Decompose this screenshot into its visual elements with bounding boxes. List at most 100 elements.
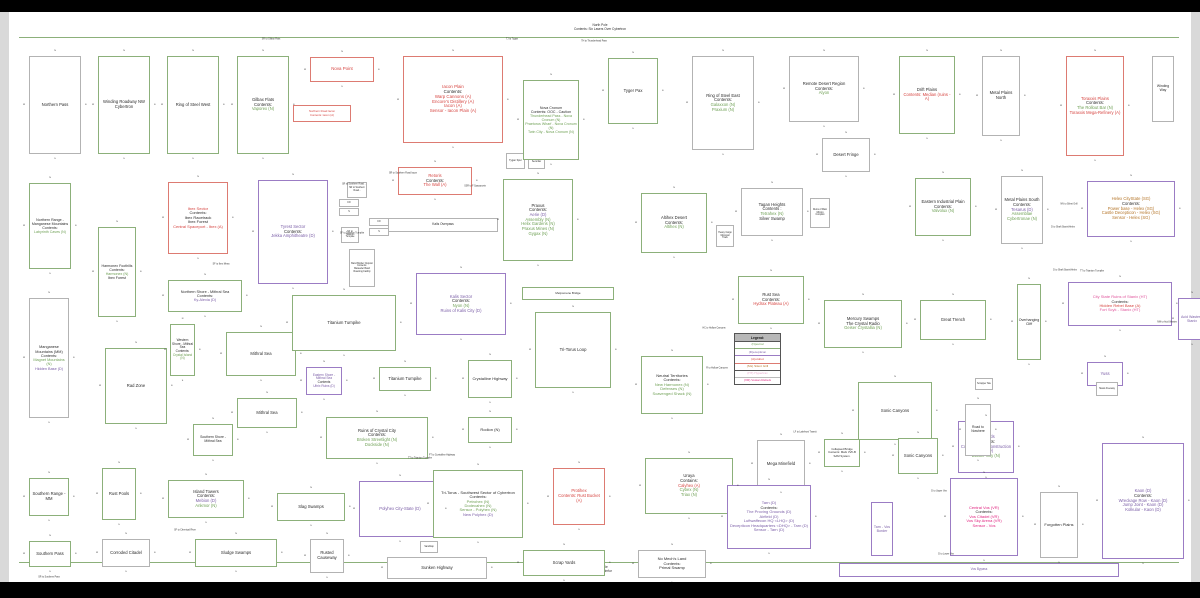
room-tri-torus-loop[interactable]: Tri-Torus Loop [535,312,611,388]
room-forgotten-plains[interactable]: Forgotten Plains [1040,492,1078,558]
room-central-vos[interactable]: Central Vos (VR)Contents:Vos Citadel (VR… [950,478,1018,556]
room-polyhex-city-state[interactable]: Polyhex City-State (D) [359,481,441,537]
room-rodion[interactable]: Rodion (N) [468,417,512,443]
room-helex-citystate[interactable]: Helex CityState (SG)Contents:Power base … [1087,181,1175,237]
room-southern-pass[interactable]: Southern Pass [29,541,71,567]
annotation-box-stasis-freeway[interactable]: Stasis Freeway [1096,382,1118,396]
room-mega-minefield[interactable]: Mega Minefield [757,440,805,488]
room-acid-wastes-stanix[interactable]: Acid Wastes - Stanix [1178,298,1200,340]
room-crystalline-highway[interactable]: Crystalline Highway [468,360,512,398]
room-titanium-turnpike-1[interactable]: Titanium Turnpike [292,295,396,351]
room-manganese-mountains[interactable]: Manganese Mountains (MM)Contents:Magnet … [29,298,69,418]
room-name: Kalis Sector [449,293,473,299]
annotation-box-heavy-cargo-monorail-track[interactable]: Heavy Cargo Monorail Track [716,225,734,247]
room-name: Rust Pools [108,490,130,496]
room-tri-torus-southwest[interactable]: Tri-Torus - Southwest Sector of Cybertro… [433,470,523,538]
room-desert-fringe[interactable]: Desert Fringe [822,138,870,172]
room-metal-plains-north[interactable]: Metal Plains North [982,56,1020,136]
annotation-box-kalis-small-4[interactable]: S [339,208,359,216]
room-mithral-sea-1[interactable]: Mithral Sea [226,332,296,376]
room-northern-pass[interactable]: Northern Pass [29,56,81,154]
room-ring-of-steel-west[interactable]: Ring of Steel West [167,56,219,154]
exit-west: W [22,224,26,227]
room-sludge-swamps[interactable]: Sludge Swamps [195,539,277,567]
annotation-box-kalis-small-2[interactable]: S [369,228,389,236]
room-name: Rust Sea [762,291,780,297]
room-tarn-vos-border[interactable]: Tarn - Vos Border [871,502,893,556]
room-sonic-canyons-1[interactable]: Sonic Canyons [858,382,932,440]
room-rad-zone[interactable]: Rad Zone [105,348,167,424]
annotation-box-band-border-outpost[interactable]: Band Border Outpost Contents: Marauder B… [349,249,375,287]
room-winding-roadway[interactable]: Winding Roadway NW Cybertron [98,56,150,154]
room-kalis-overpass[interactable]: Kalis Overpass [388,218,498,232]
exit-south: S [722,153,724,156]
room-overhanging-cliff[interactable]: Overhanging Cliff [1017,284,1041,360]
room-corroded-citadel[interactable]: Corroded Citadel [102,539,150,567]
room-titanium-turnpike-2[interactable]: Titanium Turnpike [379,367,431,391]
room-mithral-sea-2[interactable]: Mithral Sea [237,398,297,428]
annotation-box-scrapper[interactable]: Scrapper Site [975,378,993,390]
room-slag-swamps[interactable]: Slag Swamps [277,493,345,521]
room-southern-shore-mithral[interactable]: Southern Shore - Mithral Sea [193,424,233,456]
room-city-state-ruins-stanix[interactable]: City State Ruins of Stanix (HT)Contents:… [1068,282,1172,326]
room-rust-pools[interactable]: Rust Pools [102,468,136,520]
room-vos-bypass[interactable]: Vos Bypass [839,563,1119,577]
room-southern-range-mm[interactable]: Southern Range - MM [29,478,69,516]
scrollbar-right[interactable] [1190,12,1200,582]
room-contents-line: Thunderhead Pass - Nova Cronum (N) [530,113,572,122]
room-scrap-yards[interactable]: Scrap Yards [523,550,605,576]
room-melpomene-bridge[interactable]: Melpomene Bridge [522,287,614,300]
room-sunken-highway[interactable]: Sunken Highway [387,557,487,579]
room-kaon[interactable]: Kaon (D)Contents:Wreckage Row - Kaon (D)… [1102,443,1184,559]
room-tarn[interactable]: Tarn (D)Contents:The Proving Grounds (D)… [727,485,811,549]
exit-east: E [1179,207,1181,210]
annotation-box-sw-southern-road-iacon[interactable]: SR to Southern Road - [347,182,367,198]
room-tyger-pax[interactable]: Tyger Pax [608,58,658,124]
room-tygan-spur[interactable]: Tygan Spur [506,153,525,169]
annotation-box-sandtrap[interactable]: Sandtrap [420,541,438,553]
room-contents-line: Contents: [189,210,207,216]
room-sonic-canyons-2[interactable]: Sonic Canyons [898,438,938,474]
room-rusted-causeway[interactable]: Rusted Causeway [310,539,344,573]
exit-east: E [246,294,248,297]
room-winding-way[interactable]: Winding Way [1152,56,1174,122]
annotation-box-sf-to-titanium-turnpike[interactable]: SF to Titanium Turnpike [341,227,359,243]
room-great-trench[interactable]: Great Trench [920,300,986,340]
annotation-box-ruins-of-main-mining-complex[interactable]: Ruins of Main Mining Complex [810,198,830,228]
annotation-box-kalis-small-1[interactable]: KO [369,218,389,226]
room-nova-point[interactable]: Nova Point [310,57,374,82]
annotation-box-kalis-small-3[interactable]: KO [339,199,359,207]
room-road-to-nowhere[interactable]: Road to Nowhere [965,404,991,456]
